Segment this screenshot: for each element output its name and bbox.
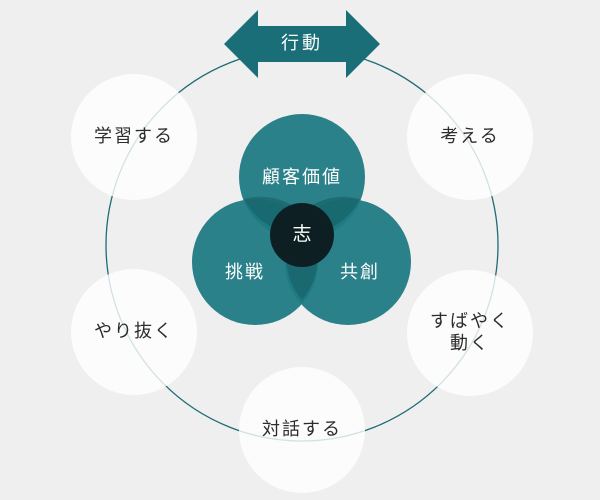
outer-circle-learn bbox=[71, 74, 197, 200]
outer-circle-persevere bbox=[71, 269, 197, 395]
inner-label-customer-value: 顧客価値 bbox=[262, 166, 342, 188]
banner-label: 行動 bbox=[281, 32, 323, 54]
inner-label-co-creation: 共創 bbox=[340, 261, 380, 283]
outer-label-think: 考える bbox=[440, 125, 500, 147]
outer-circle-think bbox=[407, 74, 533, 200]
outer-circle-act-quickly bbox=[407, 270, 533, 396]
outer-label-dialogue: 対話する bbox=[262, 418, 342, 440]
outer-label-persevere: やり抜く bbox=[94, 320, 174, 342]
core-circle bbox=[270, 203, 334, 267]
core-label: 志 bbox=[292, 223, 312, 246]
banner-arrow bbox=[224, 10, 380, 78]
outer-label-act-quickly: すばやく 動く bbox=[430, 310, 510, 355]
outer-label-learn: 学習する bbox=[94, 125, 174, 147]
inner-label-challenge: 挑戦 bbox=[225, 261, 265, 283]
outer-circle-dialogue bbox=[239, 367, 365, 493]
